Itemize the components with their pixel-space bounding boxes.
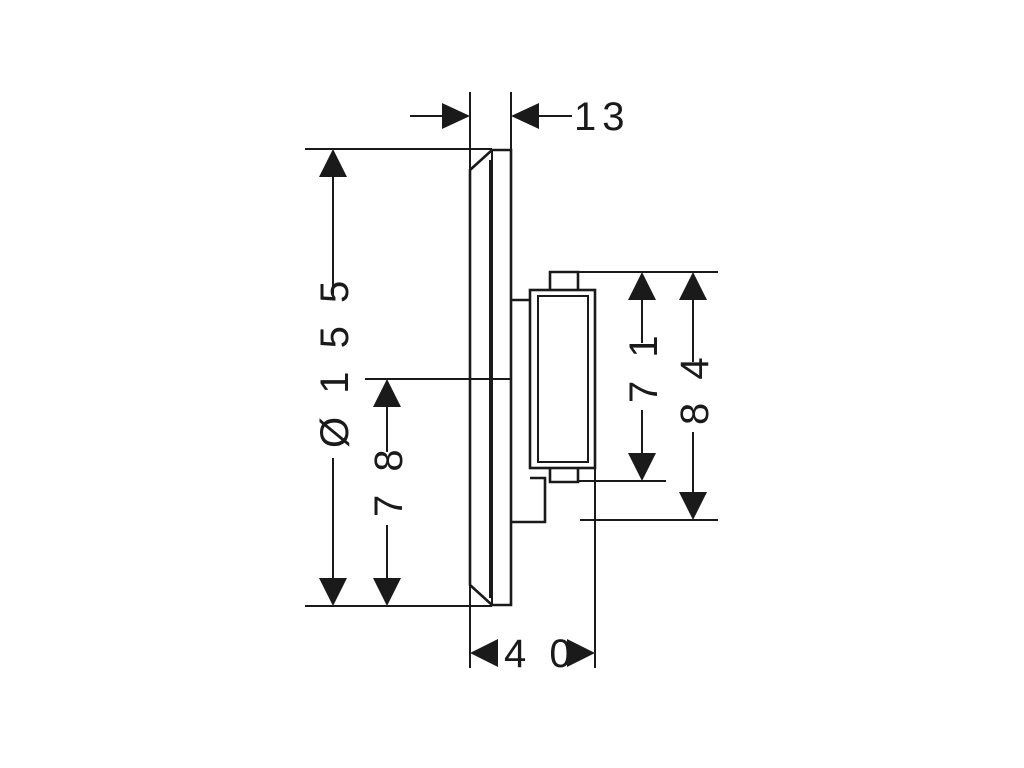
dimension-label-71: 7 1 (622, 329, 666, 403)
arrowhead-down (373, 578, 401, 606)
arrowhead-up (679, 272, 707, 300)
thermostat-body (528, 288, 597, 470)
dimension-diameter-155: Ø 1 5 5 (305, 148, 492, 607)
arrowhead-down (679, 492, 707, 520)
thermostat-body-inner (537, 295, 589, 463)
arrowhead-left (511, 103, 539, 129)
top-cap (548, 270, 580, 290)
dimension-13: 13 (410, 92, 631, 170)
arrowhead-right (567, 639, 595, 667)
dimension-78: 7 8 (367, 379, 411, 606)
arrowhead-up (628, 272, 656, 300)
dimension-40: 4 0 (469, 468, 596, 676)
arrowhead-left (470, 639, 498, 667)
bottom-cap (548, 468, 580, 484)
dimension-label-84: 8 4 (673, 351, 717, 425)
dimension-84: 8 4 (580, 272, 718, 521)
arrowhead-right (442, 103, 470, 129)
dimension-label-78: 7 8 (367, 443, 411, 517)
product-outline (365, 148, 597, 607)
arrowhead-up (319, 149, 347, 177)
mount-stub (511, 298, 547, 524)
dimension-label-13: 13 (574, 95, 631, 139)
dimension-71: 7 1 (578, 271, 718, 482)
arrowhead-up (373, 379, 401, 407)
dimension-label-40: 4 0 (504, 632, 578, 676)
arrowhead-down (628, 453, 656, 481)
dimension-label-diameter: Ø 1 5 5 (313, 275, 357, 448)
arrowhead-down (319, 578, 347, 606)
